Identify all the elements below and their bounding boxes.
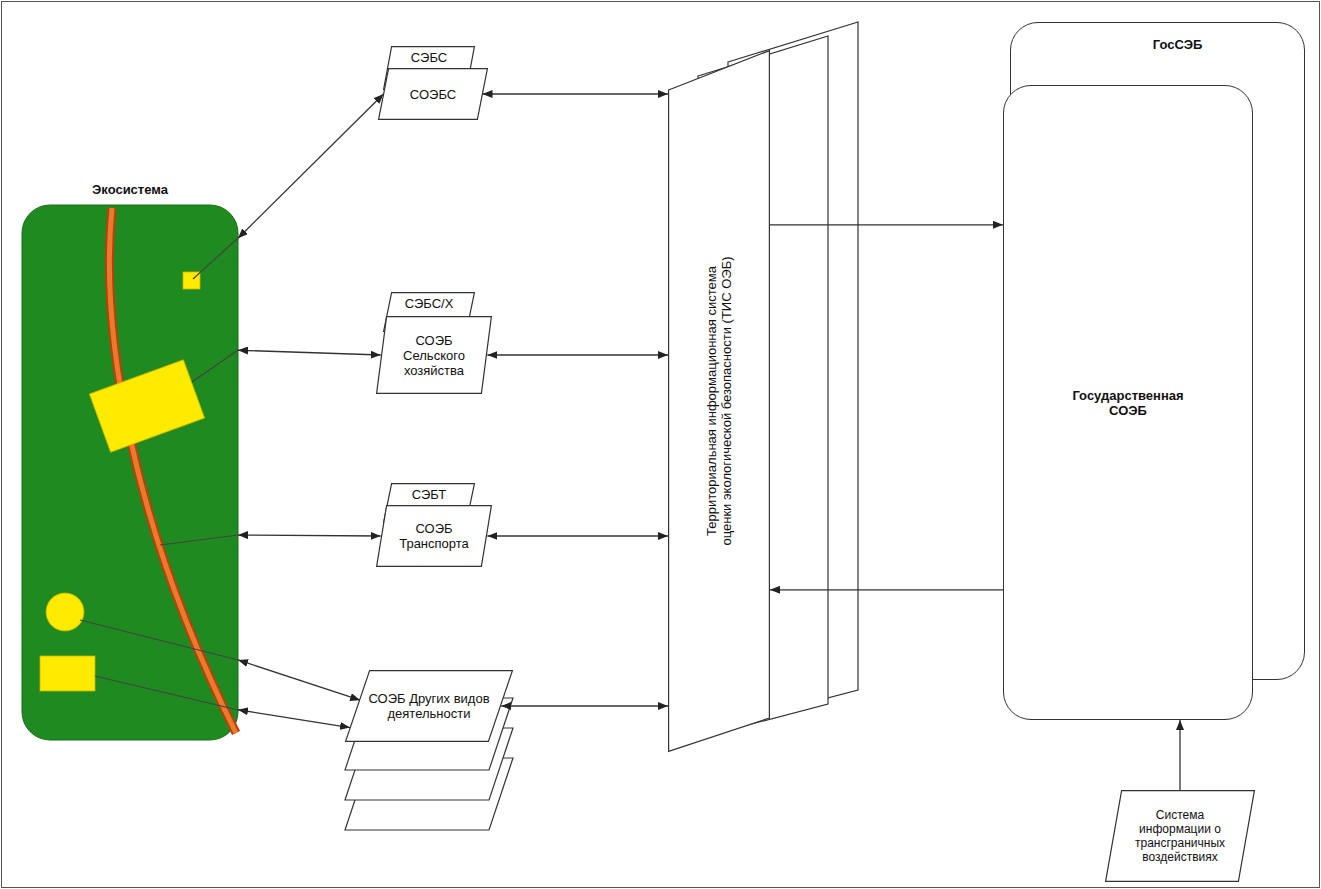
connector-arrow bbox=[238, 710, 350, 728]
text-block: СОЭБ Сельского хозяйства bbox=[388, 333, 480, 378]
node-label: СОЭБ Транспорта bbox=[388, 521, 480, 551]
leader-line bbox=[192, 350, 238, 382]
sheet-box: Система информации о трансграничных возд… bbox=[1105, 790, 1255, 882]
sheet-outline bbox=[669, 51, 770, 752]
sheet-box: СОЭБ Других видов деятельности bbox=[345, 670, 513, 742]
connector-arrow bbox=[487, 354, 668, 355]
sheet-box: СОЭБС bbox=[378, 68, 488, 120]
connector-arrow bbox=[487, 535, 668, 536]
text-block: СОЭБ Транспорта bbox=[388, 521, 480, 551]
connector-arrow bbox=[238, 350, 381, 355]
site-rect bbox=[40, 656, 95, 691]
connector-arrow bbox=[501, 705, 668, 706]
node-label: Территориальная информационная система о… bbox=[704, 246, 734, 556]
connector-arrow bbox=[238, 660, 360, 700]
node-label: Система информации о трансграничных возд… bbox=[1121, 808, 1239, 864]
node-label: Государственная СОЭБ bbox=[1063, 388, 1193, 418]
ecosystem-body bbox=[22, 205, 238, 740]
text-block: Государственная СОЭБ bbox=[1063, 388, 1193, 418]
node-label: СЭБС bbox=[394, 50, 464, 65]
text-block: СЭБТ bbox=[394, 487, 464, 502]
rounded-box: Государственная СОЭБ bbox=[1003, 85, 1253, 720]
node-label: Экосистема bbox=[30, 182, 230, 197]
text-block: СОЭБ Других видов деятельности bbox=[364, 691, 494, 721]
connector-arrow bbox=[770, 589, 1003, 590]
text-block: СОЭБС bbox=[389, 87, 477, 102]
node-label: СОЭБС bbox=[389, 87, 477, 102]
sheet-box: СОЭБ Сельского хозяйства bbox=[376, 316, 492, 394]
node-label: СОЭБ Сельского хозяйства bbox=[388, 333, 480, 378]
sheet-outline bbox=[379, 69, 488, 120]
region-node: Экосистема bbox=[22, 180, 238, 740]
connector-arrow bbox=[238, 534, 381, 536]
node-label: СОЭБ Других видов деятельности bbox=[364, 691, 494, 721]
sheet-box: Территориальная информационная система о… bbox=[668, 50, 770, 752]
connector-arrow bbox=[770, 224, 1003, 225]
node-label: СЭБС/Х bbox=[394, 296, 464, 311]
sheet-outline bbox=[377, 506, 492, 567]
node-label: СЭБТ bbox=[394, 487, 464, 502]
sheet-box: СОЭБ Транспорта bbox=[376, 505, 492, 567]
leader-line bbox=[80, 620, 238, 660]
connector-arrow bbox=[483, 93, 669, 94]
connector-arrow bbox=[1179, 720, 1180, 790]
text-block: Территориальная информационная система о… bbox=[704, 246, 734, 556]
sheet-outline bbox=[1106, 791, 1255, 882]
text-block: Экосистема bbox=[30, 182, 230, 197]
leader-line bbox=[95, 676, 238, 710]
connector-arrow bbox=[238, 94, 384, 238]
node-label: ГосСЭБ bbox=[1078, 37, 1278, 52]
text-block: СЭБС bbox=[394, 50, 464, 65]
sheet-outline bbox=[377, 317, 492, 394]
text-block: СЭБС/Х bbox=[394, 296, 464, 311]
text-block: Система информации о трансграничных возд… bbox=[1121, 808, 1239, 864]
leader-line bbox=[193, 238, 238, 279]
farm-field bbox=[89, 360, 204, 452]
site-circle bbox=[46, 593, 84, 631]
leader-line bbox=[160, 535, 238, 545]
sheet-outline bbox=[346, 671, 513, 742]
text-block: ГосСЭБ bbox=[1078, 37, 1278, 52]
